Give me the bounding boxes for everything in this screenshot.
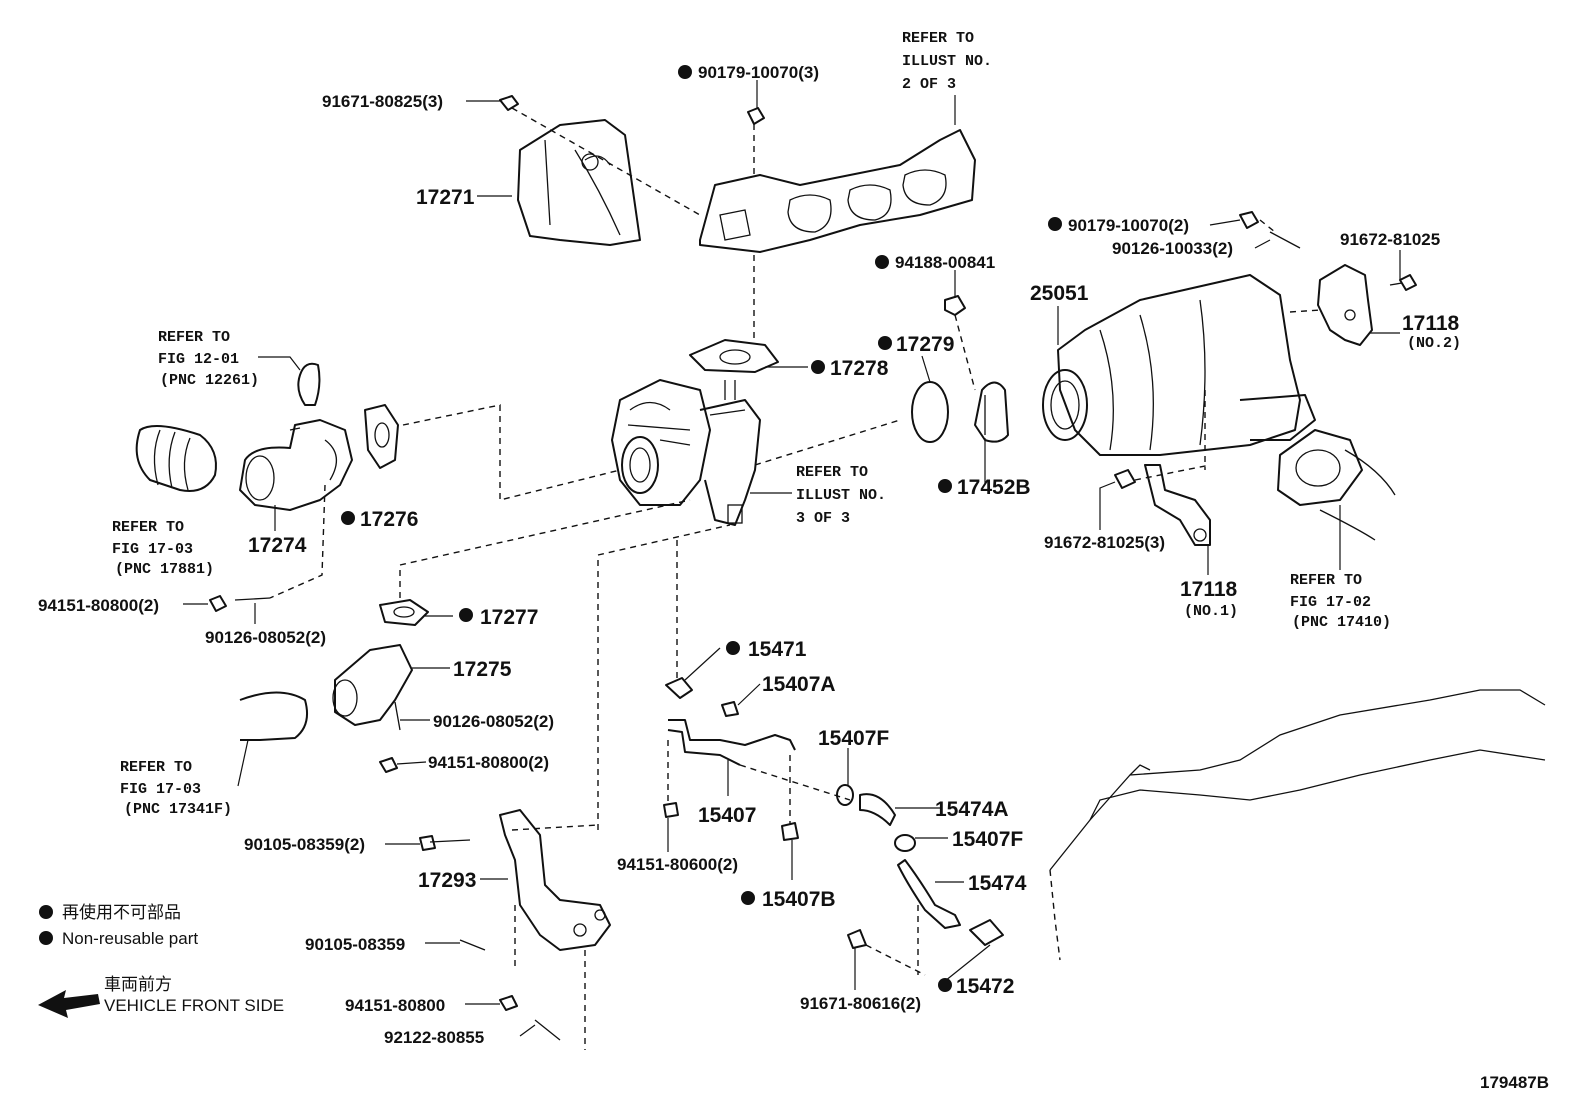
label-91672-81025-3: 91672-81025(3) bbox=[1044, 533, 1165, 552]
nut-94188-00841 bbox=[944, 295, 966, 316]
label-94151-80800-2b: 94151-80800(2) bbox=[428, 753, 549, 772]
gasket-17276 bbox=[364, 404, 399, 469]
label-refer-fig1703b-pnc: (PNC 17341F) bbox=[124, 801, 232, 818]
label-91671-80825: 91671-80825(3) bbox=[322, 92, 443, 111]
label-15407: 15407 bbox=[698, 804, 756, 827]
label-15407f-a: 15407F bbox=[818, 727, 889, 750]
clamp-15407f-b bbox=[894, 834, 916, 852]
oil-pipe-15407 bbox=[667, 719, 796, 766]
label-17118-no2-sub: (NO.2) bbox=[1407, 335, 1461, 352]
label-15407b: 15407B bbox=[762, 888, 836, 911]
elbow-17274 bbox=[239, 419, 353, 511]
label-15407f-b: 15407F bbox=[952, 828, 1023, 851]
label-94151-80800: 94151-80800 bbox=[345, 996, 445, 1015]
label-refer-fig1703b-2: FIG 17-03 bbox=[120, 781, 201, 798]
label-refer-illust2-3: 2 OF 3 bbox=[902, 76, 956, 93]
oil-pipe-15474 bbox=[897, 859, 961, 929]
label-17277: 17277 bbox=[480, 606, 538, 629]
label-refer-illust2-1: REFER TO bbox=[902, 30, 974, 47]
fasteners bbox=[209, 95, 1417, 1041]
stay-17118-no1 bbox=[1144, 464, 1211, 546]
label-92122-80855: 92122-80855 bbox=[384, 1028, 484, 1047]
label-15474: 15474 bbox=[968, 872, 1027, 895]
inlet-pipe-17341f bbox=[239, 691, 308, 741]
label-refer-illust3-3: 3 OF 3 bbox=[796, 510, 850, 527]
label-90179-10070-2: 90179-10070(2) bbox=[1068, 216, 1189, 235]
o-ring-17279 bbox=[911, 381, 949, 443]
turbocharger bbox=[611, 379, 761, 526]
legend-non-reusable-en: Non-reusable part bbox=[62, 929, 198, 948]
label-17276: 17276 bbox=[360, 508, 418, 531]
label-refer-fig1201-pnc: (PNC 12261) bbox=[160, 372, 259, 389]
label-90105-08359: 90105-08359 bbox=[305, 935, 405, 954]
label-refer-illust3-2: ILLUST NO. bbox=[796, 487, 886, 504]
exhaust-manifold bbox=[699, 129, 976, 253]
label-17118-no1-sub: (NO.1) bbox=[1184, 603, 1238, 620]
label-90105-08359-2: 90105-08359(2) bbox=[244, 835, 365, 854]
heat-insulator-17271 bbox=[517, 119, 641, 246]
label-refer-fig1702-1: REFER TO bbox=[1290, 572, 1362, 589]
label-17118-no2: 17118 bbox=[1402, 312, 1460, 335]
vehicle-front-jp: 車両前方 bbox=[104, 975, 172, 994]
label-15407a: 15407A bbox=[762, 673, 836, 696]
label-refer-fig1201-2: FIG 12-01 bbox=[158, 351, 239, 368]
label-refer-illust2-2: ILLUST NO. bbox=[902, 53, 992, 70]
catalytic-converter-25051 bbox=[1042, 274, 1316, 456]
assembly-lines bbox=[269, 107, 1321, 1050]
label-94151-80600: 94151-80600(2) bbox=[617, 855, 738, 874]
label-25051: 25051 bbox=[1030, 282, 1089, 305]
label-17275: 17275 bbox=[453, 658, 512, 681]
label-90126-08052-2a: 90126-08052(2) bbox=[205, 628, 326, 647]
vehicle-front-en: VEHICLE FRONT SIDE bbox=[104, 996, 284, 1015]
hose-17881 bbox=[135, 425, 217, 492]
label-17452b: 17452B bbox=[957, 476, 1031, 499]
label-refer-fig1703a-pnc: (PNC 17881) bbox=[115, 561, 214, 578]
label-17279: 17279 bbox=[896, 333, 954, 356]
stay-17118-no2 bbox=[1317, 264, 1373, 346]
engine-outline bbox=[1049, 689, 1546, 961]
bracket-17293 bbox=[499, 809, 611, 951]
label-refer-fig1703a-1: REFER TO bbox=[112, 519, 184, 536]
label-refer-fig1702-2: FIG 17-02 bbox=[1290, 594, 1371, 611]
label-91671-80616: 91671-80616(2) bbox=[800, 994, 921, 1013]
label-17293: 17293 bbox=[418, 869, 476, 892]
label-90126-08052-2b: 90126-08052(2) bbox=[433, 712, 554, 731]
gasket-exhaust-pipe bbox=[1277, 429, 1396, 541]
elbow-17275 bbox=[332, 644, 413, 726]
label-94188-00841: 94188-00841 bbox=[895, 253, 995, 272]
vehicle-front-arrow-icon bbox=[38, 990, 100, 1018]
gasket-17277 bbox=[379, 599, 429, 626]
label-17274: 17274 bbox=[248, 534, 307, 557]
gasket-15472 bbox=[969, 919, 1004, 946]
leader-lines bbox=[183, 80, 1401, 1037]
figure-id: 179487B bbox=[1480, 1073, 1549, 1092]
label-refer-fig1702-pnc: (PNC 17410) bbox=[1292, 614, 1391, 631]
label-90179-10070-3: 90179-10070(3) bbox=[698, 63, 819, 82]
label-15474a: 15474A bbox=[935, 798, 1009, 821]
label-17271: 17271 bbox=[416, 186, 475, 209]
labels: 91671-80825(3) 90179-10070(3) REFER TO I… bbox=[38, 30, 1549, 1092]
label-91672-81025: 91672-81025 bbox=[1340, 230, 1440, 249]
non-reusable-markers bbox=[39, 65, 1062, 992]
label-17278: 17278 bbox=[830, 357, 889, 380]
label-90126-10033: 90126-10033(2) bbox=[1112, 239, 1233, 258]
label-15471: 15471 bbox=[748, 638, 807, 661]
legend-non-reusable-jp: 再使用不可部品 bbox=[62, 902, 181, 922]
clamp-15407f-a bbox=[836, 784, 854, 806]
label-refer-fig1201-1: REFER TO bbox=[158, 329, 230, 346]
hose-12261 bbox=[297, 362, 321, 406]
clamp-17452b bbox=[974, 381, 1009, 443]
label-17118-no1: 17118 bbox=[1180, 578, 1238, 601]
label-refer-illust3-1: REFER TO bbox=[796, 464, 868, 481]
hose-15474a bbox=[859, 793, 896, 826]
gasket-17278 bbox=[689, 339, 779, 373]
label-refer-fig1703b-1: REFER TO bbox=[120, 759, 192, 776]
gasket-15471 bbox=[665, 677, 693, 699]
label-94151-80800-2a: 94151-80800(2) bbox=[38, 596, 159, 615]
label-refer-fig1703a-2: FIG 17-03 bbox=[112, 541, 193, 558]
label-15472: 15472 bbox=[956, 975, 1014, 998]
